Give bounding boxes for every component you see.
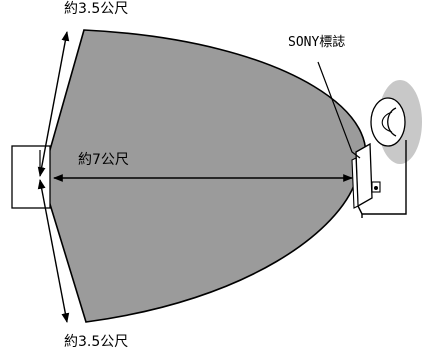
camera-receiver-icon [370, 80, 422, 164]
ac-adapter-icon [351, 142, 381, 209]
adapter-cable [357, 140, 407, 215]
bottom-distance-arrow [37, 179, 70, 323]
top-distance-label: 約3.5公尺 [64, 1, 128, 17]
top-distance-arrow [37, 31, 70, 177]
logo-label: SONY標誌 [288, 34, 345, 50]
coverage-area [41, 29, 367, 323]
bottom-distance-label: 約3.5公尺 [64, 334, 128, 350]
logo-leader-line [317, 61, 361, 159]
center-distance-label: 約7公尺 [78, 152, 129, 168]
